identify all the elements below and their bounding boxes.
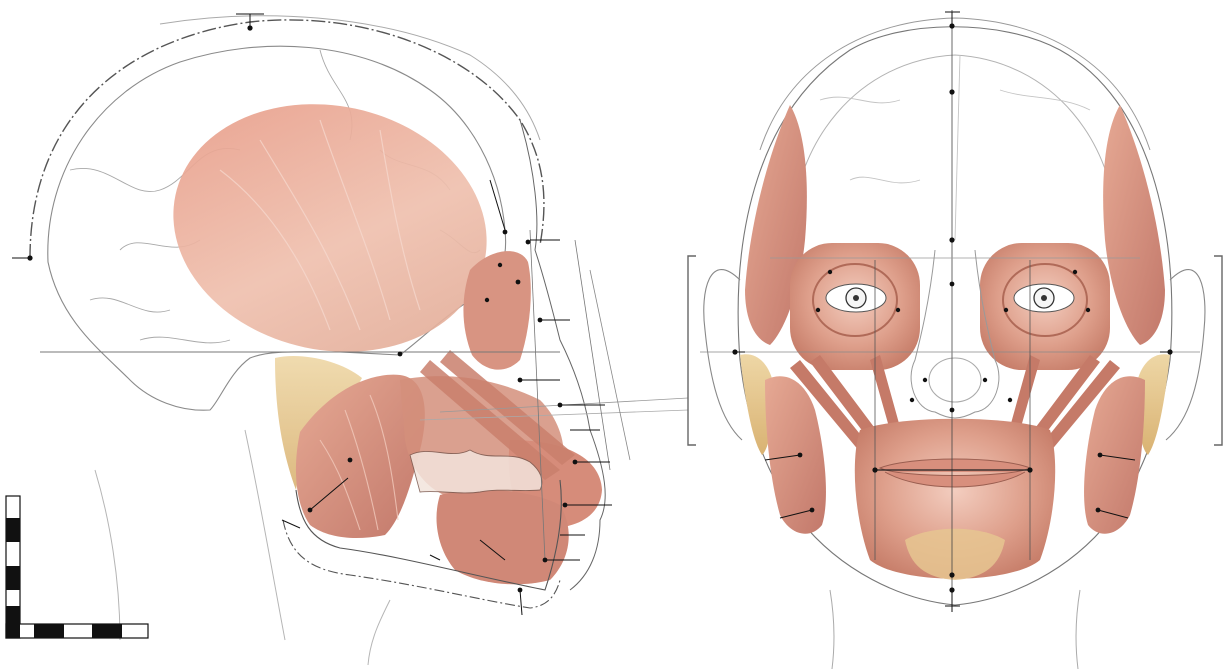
frontal-view <box>688 10 1222 669</box>
scale-bar-vertical-segments <box>6 518 20 624</box>
chin-muscles-lateral <box>436 490 568 585</box>
right-temporalis-frontal <box>1103 105 1165 345</box>
neck-outline-frontal <box>830 590 1080 669</box>
temporalis-muscle <box>150 76 510 380</box>
scale-bar <box>6 496 148 638</box>
nasal-aperture <box>929 358 981 402</box>
left-pupil <box>853 295 859 301</box>
vertical-guide-3 <box>590 270 630 460</box>
lateral-view <box>12 14 688 665</box>
head-outer-arc-frontal <box>760 18 1150 150</box>
scale-bar-horizontal-frame <box>6 624 148 638</box>
right-pupil <box>1041 295 1047 301</box>
left-bracket <box>688 256 696 445</box>
left-ear-frontal <box>704 270 742 440</box>
right-bracket <box>1214 256 1222 445</box>
skull-sutures-frontal <box>820 55 1090 240</box>
skull-outline-frontal <box>790 55 1118 250</box>
